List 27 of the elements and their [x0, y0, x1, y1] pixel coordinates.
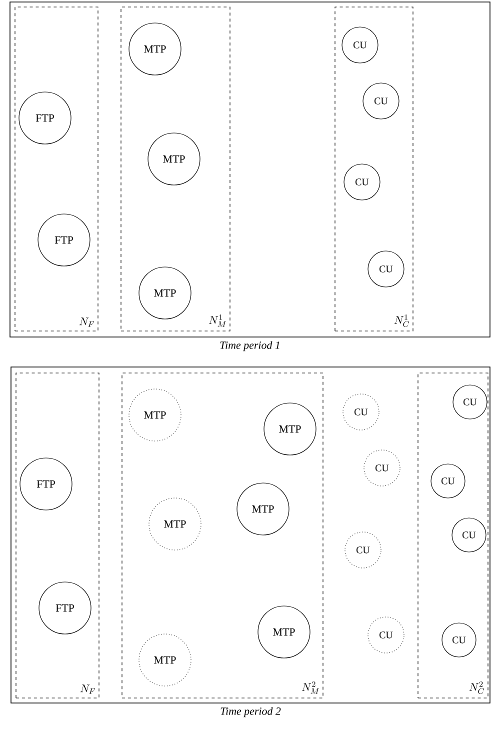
circle-node: CU — [344, 532, 382, 568]
circle-node: MTP — [148, 132, 200, 186]
circle-node: CU — [342, 26, 378, 64]
circle-node: MTP — [128, 22, 182, 76]
node-label: Time period 2 — [220, 707, 281, 718]
circle-node: CU — [342, 394, 380, 430]
circle-node: MTP — [138, 634, 192, 686]
circle-node: CU — [442, 622, 476, 658]
circle-node: MTP — [264, 402, 316, 456]
circle-node: CU — [344, 164, 380, 200]
circle-node: FTP — [38, 582, 92, 634]
circle-node: CU — [364, 450, 400, 486]
circle-node: CU — [368, 250, 404, 288]
circle-node: FTP — [20, 458, 72, 510]
circle-node: CU — [368, 616, 404, 654]
circle-node: CU — [452, 518, 486, 552]
circle-node: CU — [430, 464, 466, 498]
circle-node: MTP — [258, 606, 310, 658]
circle-node: MTP — [236, 482, 290, 536]
circle-node: CU — [452, 384, 488, 420]
node-label: Time period 1 — [220, 341, 280, 352]
circle-node: FTP — [18, 92, 72, 144]
circle-node: MTP — [148, 498, 202, 550]
circle-node: MTP — [138, 266, 192, 320]
circle-node: MTP — [128, 388, 182, 442]
circle-node: FTP — [38, 214, 90, 266]
circle-node: CU — [362, 82, 400, 120]
